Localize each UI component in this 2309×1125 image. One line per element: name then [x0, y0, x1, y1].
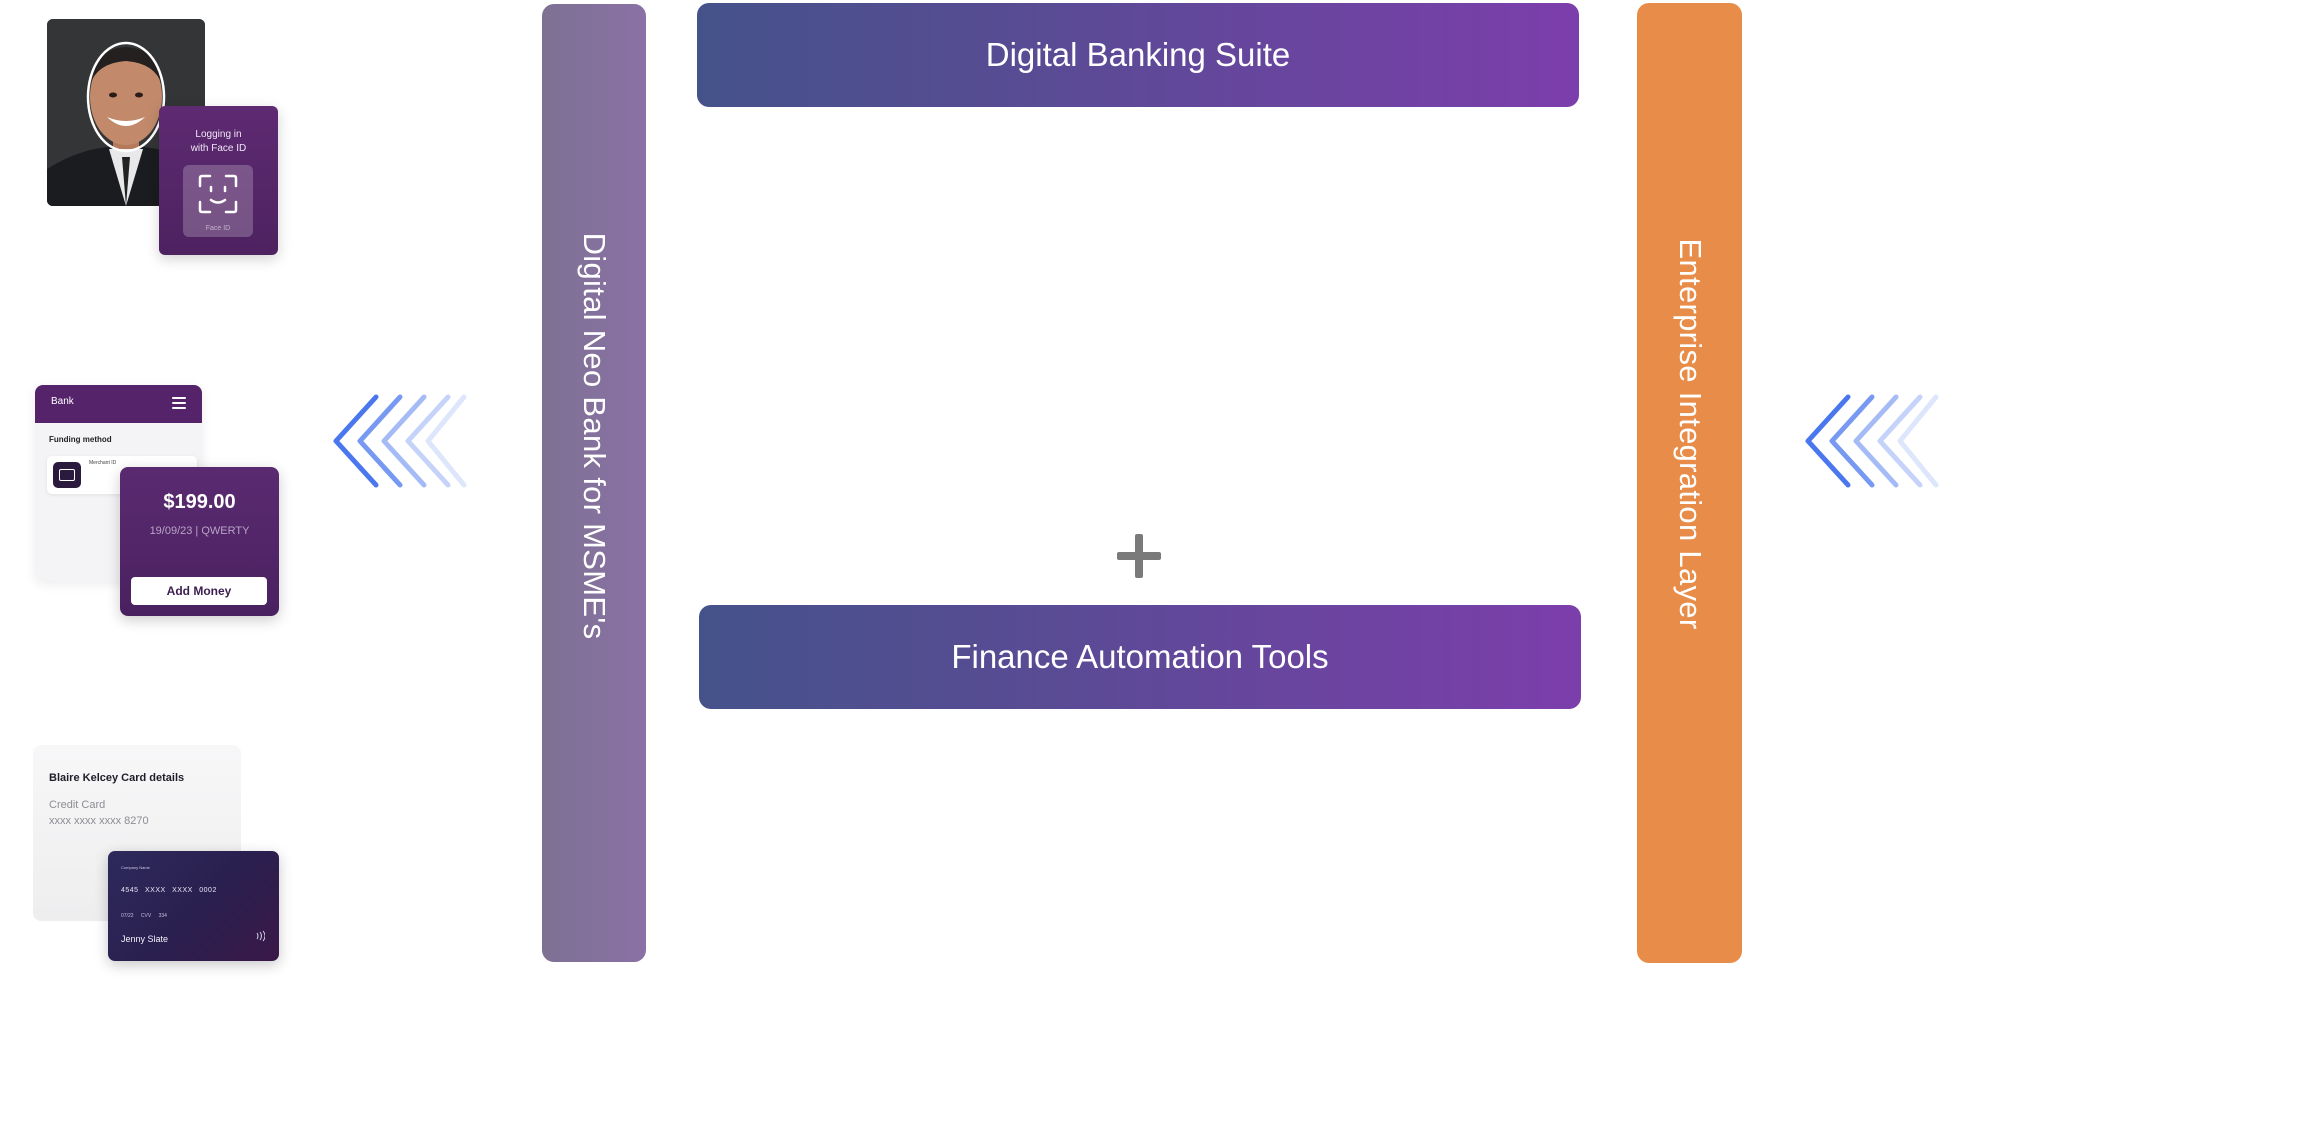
faceid-title: Logging in with Face ID	[159, 128, 278, 156]
faceid-title-line2: with Face ID	[190, 143, 247, 154]
add-money-button[interactable]: Add Money	[131, 577, 267, 605]
enterprise-integration-label: Enterprise Integration Layer	[1672, 238, 1708, 630]
bank-app-card: Bank Funding method Merchant ID	[35, 385, 202, 581]
plus-icon	[1117, 534, 1161, 578]
digital-banking-suite-box: Digital Banking Suite	[697, 3, 1579, 107]
amount-value: $199.00	[163, 491, 236, 513]
faceid-icon	[198, 174, 238, 214]
chevron-right-side-arrows-icon	[1805, 394, 1939, 488]
enterprise-integration-bar: Enterprise Integration Layer	[1637, 3, 1742, 963]
card-meta: 07/22 CVV 334	[121, 913, 167, 919]
amount-meta: 19/09/23 | QWERTY	[149, 525, 250, 537]
faceid-card: Logging in with Face ID Face ID	[159, 106, 278, 255]
credit-card[interactable]: Company Name 4545 XXXX XXXX 0002 07/22 C…	[108, 851, 279, 961]
neo-bank-bar: Digital Neo Bank for MSME's	[542, 4, 646, 962]
chevron-left-arrows-icon	[333, 394, 467, 488]
card-type: Credit Card	[49, 799, 106, 811]
card-holder: Jenny Slate	[121, 934, 169, 944]
amount-card: $199.00 19/09/23 | QWERTY Add Money	[120, 467, 279, 616]
finance-automation-tools-box: Finance Automation Tools	[699, 605, 1581, 709]
faceid-icon-label: Face ID	[205, 225, 231, 232]
digital-banking-suite-label: Digital Banking Suite	[985, 36, 1291, 73]
card-number: 4545 XXXX XXXX 0002	[121, 887, 217, 894]
finance-automation-tools-label: Finance Automation Tools	[951, 638, 1329, 675]
contactless-icon	[256, 930, 265, 942]
faceid-title-line1: Logging in	[195, 129, 242, 140]
bank-header: Bank	[35, 385, 202, 423]
faceid-button[interactable]: Face ID	[183, 165, 253, 237]
card-cvv: CVV 334	[140, 913, 167, 919]
neo-bank-label: Digital Neo Bank for MSME's	[577, 232, 612, 640]
card-expiry: 07/22	[121, 913, 134, 919]
funding-method-label: Funding method	[49, 435, 112, 444]
card-company: Company Name	[121, 865, 150, 870]
card-details-title: Blaire Kelcey Card details	[49, 772, 185, 784]
merchant-label: Merchant ID	[89, 460, 117, 466]
bank-title: Bank	[51, 396, 74, 407]
card-icon	[53, 462, 81, 488]
menu-icon[interactable]	[172, 397, 186, 409]
card-masked-number: xxxx xxxx xxxx 8270	[49, 815, 149, 827]
